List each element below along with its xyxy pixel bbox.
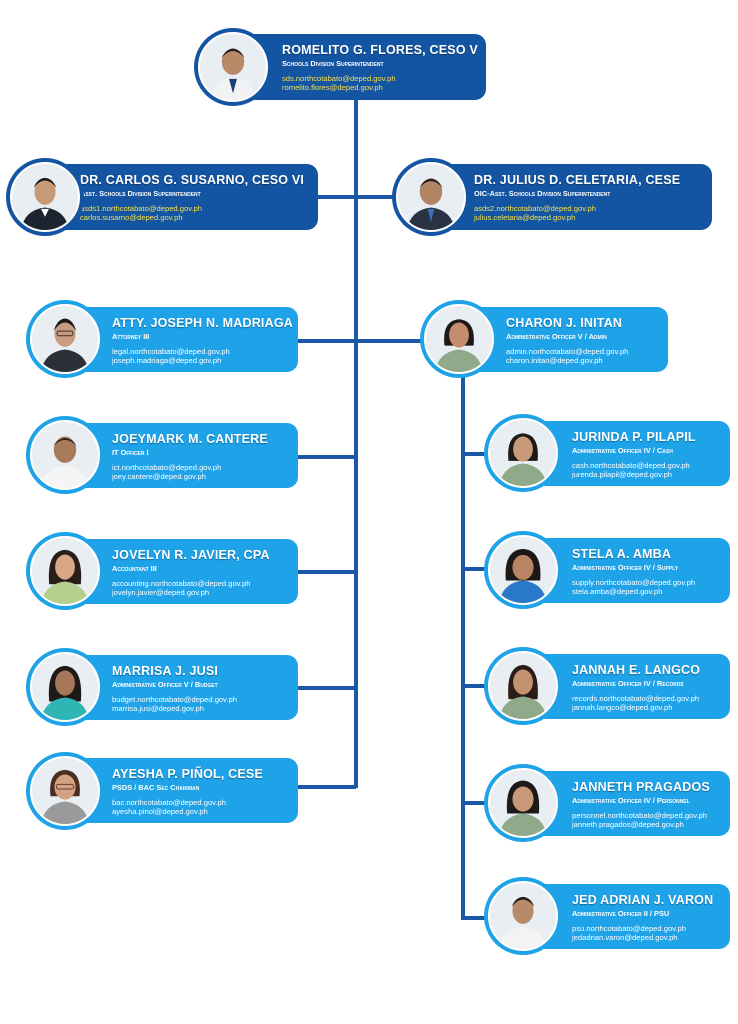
node-email-office: asds1.northcotabato@deped.gov.ph — [80, 204, 202, 213]
node-name: DR. JULIUS D. CELETARIA, CESE — [474, 173, 681, 187]
node-email-personal: marrisa.jusi@deped.gov.ph — [112, 704, 204, 713]
node-title: Administrative Officer V / Admin — [506, 332, 607, 341]
connector-records — [461, 684, 491, 688]
node-title: Administrative Officer II / PSU — [572, 909, 670, 918]
node-title: Schools Division Superintendent — [282, 59, 384, 68]
connector-personnel — [461, 801, 491, 805]
node-email-office: bac.northcotabato@deped.gov.ph — [112, 798, 226, 807]
person-photo-icon — [484, 414, 562, 492]
person-photo-icon — [26, 532, 104, 610]
node-title: Administrative Officer IV / Records — [572, 679, 684, 688]
node-name: JOVELYN R. JAVIER, CPA — [112, 548, 270, 562]
node-email-personal: jannah.langco@deped.gov.ph — [572, 703, 673, 712]
connector-legal-admin-horizontal — [297, 339, 422, 343]
node-email-personal: romelito.flores@deped.gov.ph — [282, 83, 383, 92]
node-name: JANNETH PRAGADOS — [572, 780, 710, 794]
person-photo-icon — [484, 647, 562, 725]
node-email-personal: joey.cantere@deped.gov.ph — [112, 472, 206, 481]
node-ict: JOEYMARK M. CANTERE IT Officer I ict.nor… — [72, 423, 298, 488]
node-email-personal: jovelyn.javier@deped.gov.ph — [112, 588, 210, 597]
node-email-office: admin.northcotabato@deped.gov.ph — [506, 347, 629, 356]
node-legal: ATTY. JOSEPH N. MADRIAGA Attorney III le… — [72, 307, 298, 372]
node-email-office: budget.northcotabato@deped.gov.ph — [112, 695, 237, 704]
person-photo-icon — [26, 648, 104, 726]
node-email-personal: jedadrian.varon@deped.gov.ph — [572, 933, 678, 942]
node-title: PSDS / BAC Sec Chairman — [112, 783, 200, 792]
connector-psu — [461, 916, 491, 920]
person-photo-icon — [484, 764, 562, 842]
connector-bac — [297, 785, 356, 789]
node-email-personal: charon.initan@deped.gov.ph — [506, 356, 603, 365]
node-cash: JURINDA P. PILAPIL Administrative Office… — [532, 421, 730, 486]
node-email-personal: stela.amba@deped.gov.ph — [572, 587, 663, 596]
node-name: STELA A. AMBA — [572, 547, 672, 561]
node-bac: AYESHA P. PIÑOL, CESE PSDS / BAC Sec Cha… — [72, 758, 298, 823]
node-name: MARRISA J. JUSI — [112, 664, 219, 678]
connector-accounting — [297, 570, 356, 574]
connector-supply — [461, 567, 491, 571]
connector-main-vertical — [354, 98, 358, 788]
node-name: JED ADRIAN J. VARON — [572, 893, 714, 907]
node-name: ATTY. JOSEPH N. MADRIAGA — [112, 316, 293, 330]
node-title: Administrative Officer V / Budget — [112, 680, 218, 689]
node-supply: STELA A. AMBA Administrative Officer IV … — [532, 538, 730, 603]
node-title: Administrative Officer IV / Personnel — [572, 796, 690, 805]
node-email-office: accounting.northcotabato@deped.gov.ph — [112, 579, 251, 588]
connector-asds-horizontal — [316, 195, 396, 199]
person-photo-icon — [484, 877, 562, 955]
node-name: AYESHA P. PIÑOL, CESE — [112, 767, 264, 781]
node-psu: JED ADRIAN J. VARON Administrative Offic… — [532, 884, 730, 949]
node-records: JANNAH E. LANGCO Administrative Officer … — [532, 654, 730, 719]
node-title: OIC-Asst. Schools Division Superintenden… — [474, 189, 611, 198]
node-name: DR. CARLOS G. SUSARNO, CESO VI — [80, 173, 305, 187]
node-admin: CHARON J. INITAN Administrative Officer … — [464, 307, 668, 372]
connector-ict — [297, 455, 356, 459]
node-superintendent: ROMELITO G. FLORES, CESO V Schools Divis… — [240, 34, 486, 100]
node-asds1: DR. CARLOS G. SUSARNO, CESO VI Asst. Sch… — [50, 164, 318, 230]
person-photo-icon — [26, 752, 104, 830]
node-title: Asst. Schools Division Superintendent — [80, 189, 201, 198]
person-photo-icon — [26, 416, 104, 494]
connector-budget — [297, 686, 356, 690]
node-title: Administrative Officer IV / Supply — [572, 563, 679, 572]
node-name: ROMELITO G. FLORES, CESO V — [282, 43, 478, 57]
node-email-office: legal.northcotabato@deped.gov.ph — [112, 347, 230, 356]
node-personnel: JANNETH PRAGADOS Administrative Officer … — [532, 771, 730, 836]
node-name: JANNAH E. LANGCO — [572, 663, 701, 677]
node-email-personal: ayesha.pinol@deped.gov.ph — [112, 807, 208, 816]
node-email-office: records.northcotabato@deped.gov.ph — [572, 694, 700, 703]
person-photo-icon — [6, 158, 84, 236]
connector-cash — [461, 452, 491, 456]
node-email-personal: janneth.pragados@deped.gov.ph — [572, 820, 684, 829]
node-email-personal: julius.celetaria@deped.gov.ph — [474, 213, 576, 222]
person-photo-icon — [420, 300, 498, 378]
node-email-office: supply.northcotabato@deped.gov.ph — [572, 578, 696, 587]
node-budget: MARRISA J. JUSI Administrative Officer V… — [72, 655, 298, 720]
node-name: JOEYMARK M. CANTERE — [112, 432, 268, 446]
node-email-office: personnel.northcotabato@deped.gov.ph — [572, 811, 708, 820]
node-asds2: DR. JULIUS D. CELETARIA, CESE OIC-Asst. … — [432, 164, 712, 230]
node-title: Accountant III — [112, 564, 157, 573]
node-email-office: ict.northcotabato@deped.gov.ph — [112, 463, 222, 472]
node-name: JURINDA P. PILAPIL — [572, 430, 696, 444]
person-photo-icon — [194, 28, 272, 106]
node-email-personal: joseph.madriaga@deped.gov.ph — [112, 356, 222, 365]
node-email-office: psu.northcotabato@deped.gov.ph — [572, 924, 686, 933]
node-email-personal: carlos.susarno@deped.gov.ph — [80, 213, 183, 222]
person-photo-icon — [484, 531, 562, 609]
node-email-personal: jurenda.pilapil@deped.gov.ph — [572, 470, 673, 479]
node-accounting: JOVELYN R. JAVIER, CPA Accountant III ac… — [72, 539, 298, 604]
node-email-office: asds2.northcotabato@deped.gov.ph — [474, 204, 596, 213]
node-title: IT Officer I — [112, 448, 149, 457]
node-name: CHARON J. INITAN — [506, 316, 623, 330]
node-title: Administrative Officer IV / Cash — [572, 446, 673, 455]
node-title: Attorney III — [112, 332, 150, 341]
person-photo-icon — [392, 158, 470, 236]
person-photo-icon — [26, 300, 104, 378]
node-email-office: sds.northcotabato@deped.gov.ph — [282, 74, 396, 83]
node-email-office: cash.northcotabato@deped.gov.ph — [572, 461, 690, 470]
connector-admin-vertical — [461, 375, 465, 920]
